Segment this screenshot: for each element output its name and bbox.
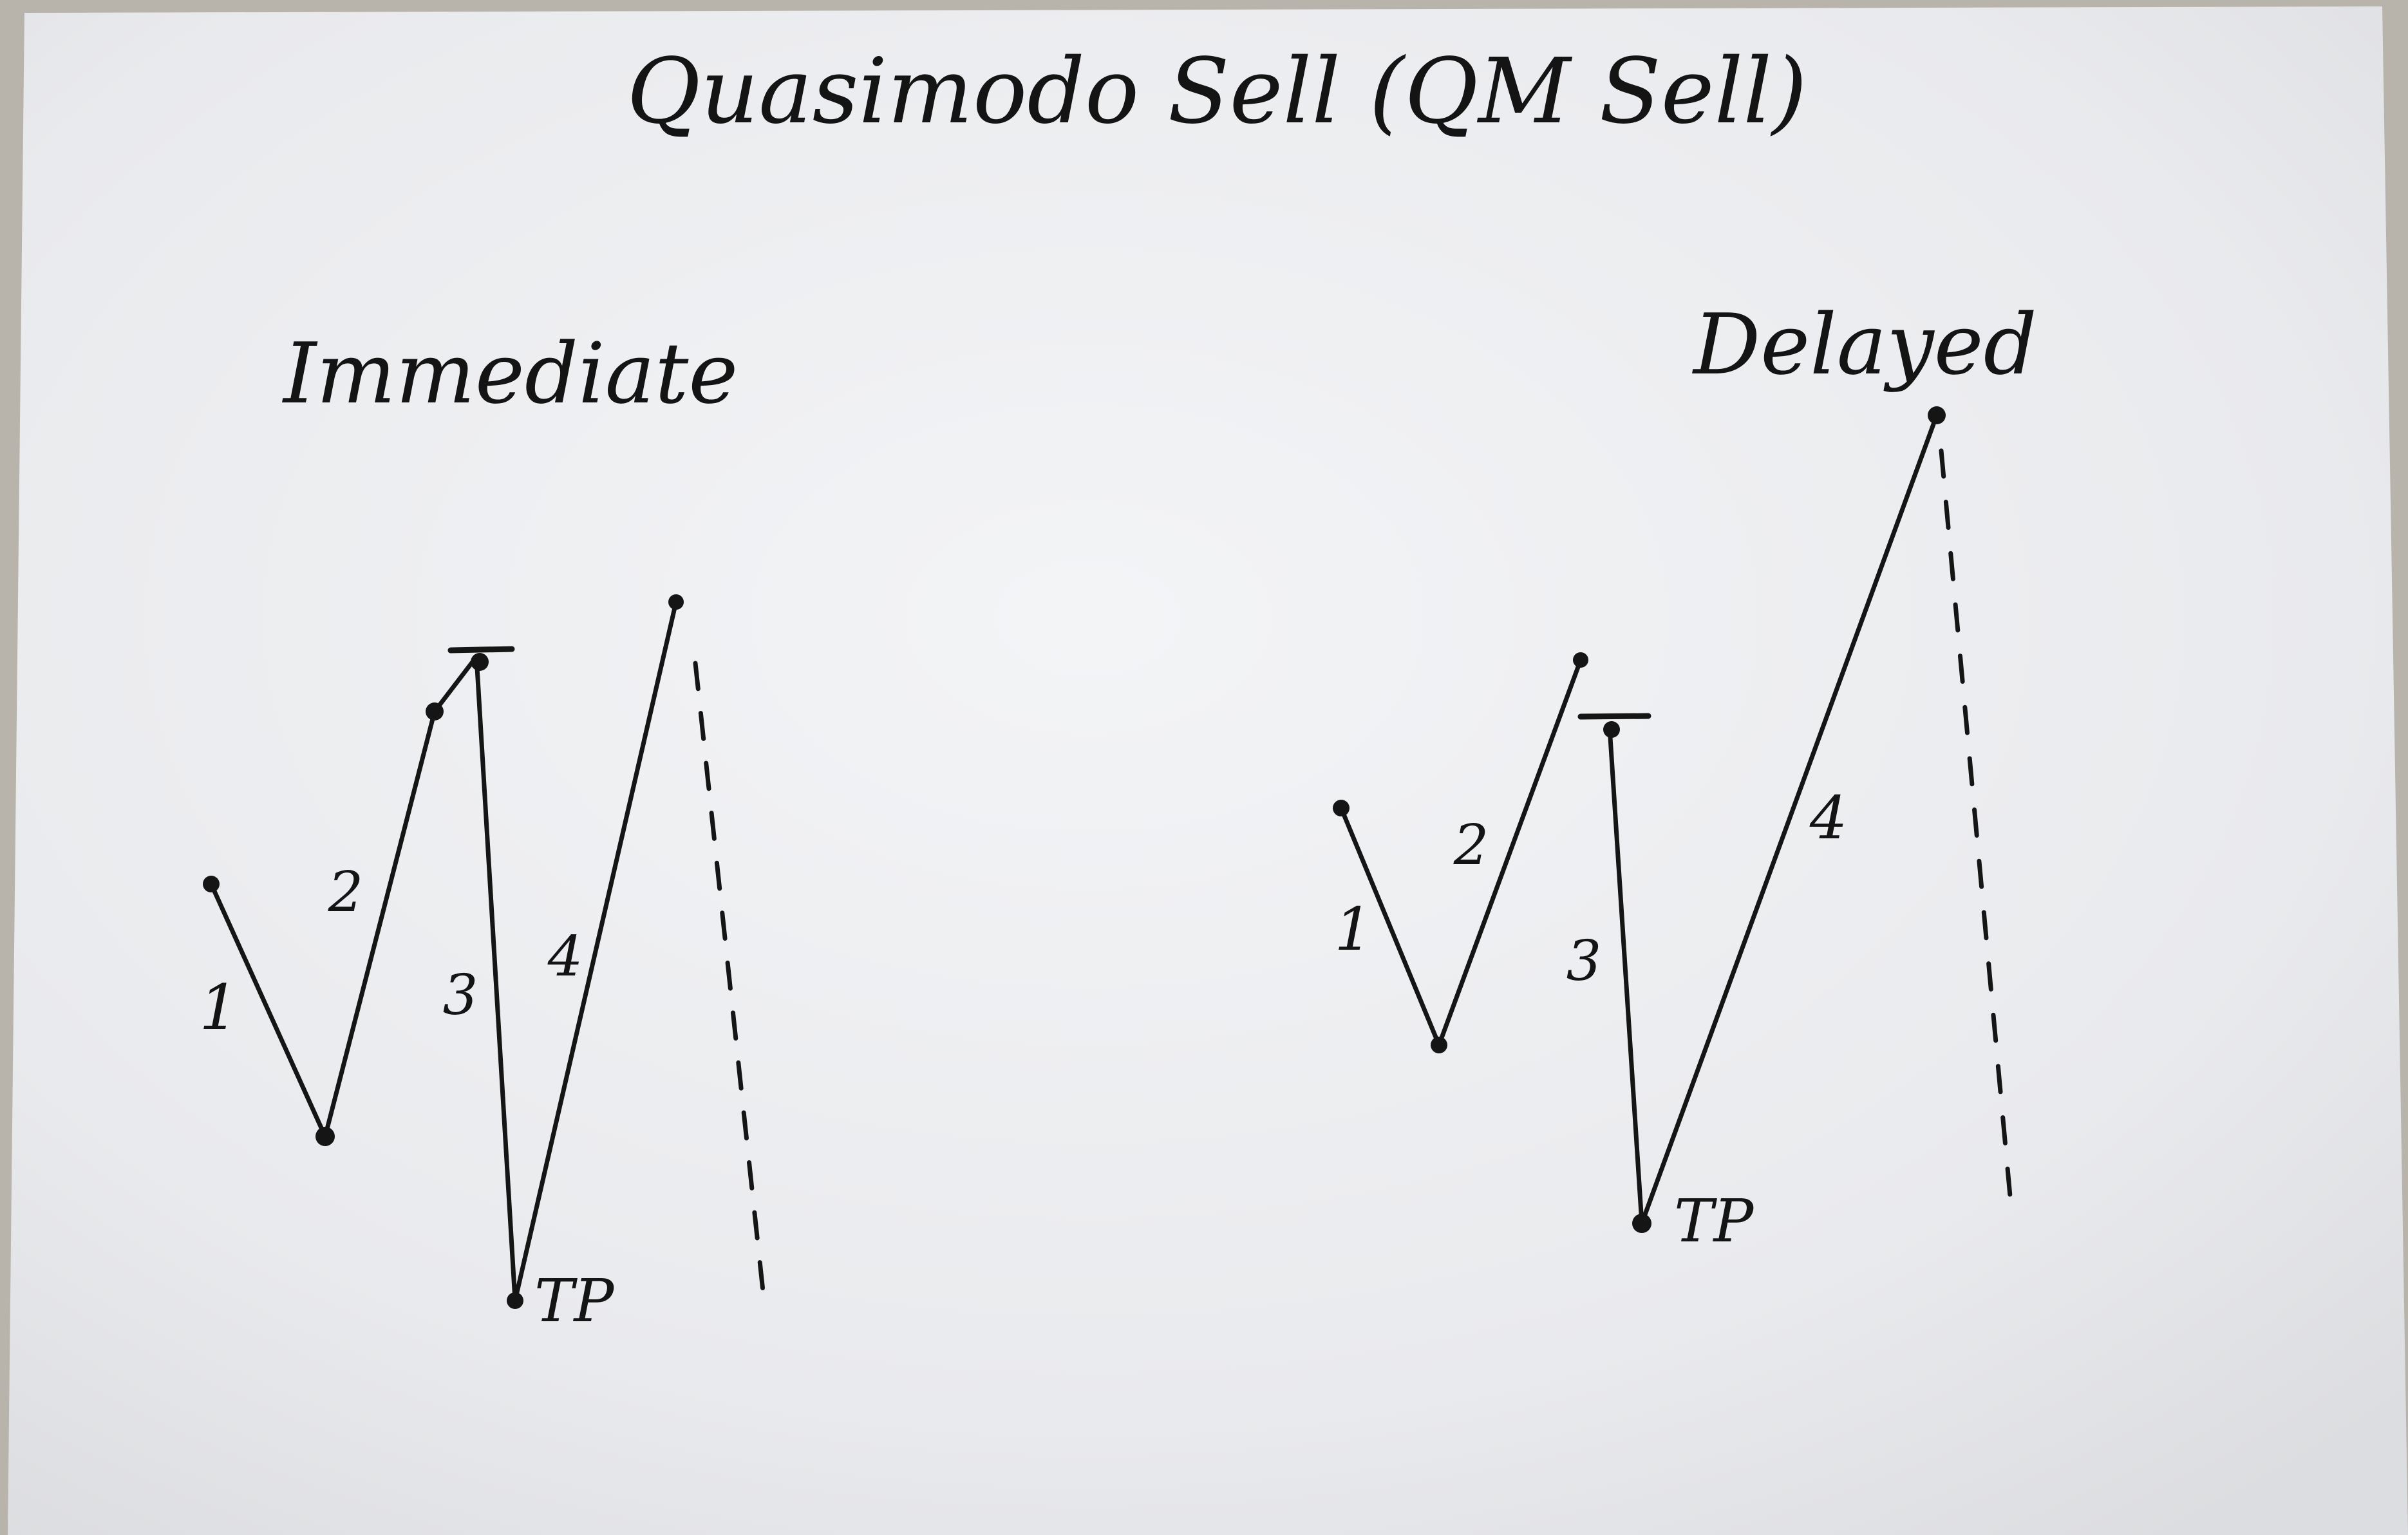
swing-point	[471, 653, 489, 671]
panel-heading-immediate: Immediate	[282, 325, 738, 422]
swing-point	[315, 1127, 335, 1146]
price-path-immediate	[209, 599, 679, 1303]
projection-dashed-immediate	[693, 661, 766, 1294]
take-profit-point	[507, 1292, 523, 1309]
leg-label-4: 4	[1809, 784, 1848, 852]
paper-sheet	[8, 6, 2408, 1535]
swing-point	[1333, 800, 1350, 816]
stop-loss-bar-immediate	[447, 646, 515, 654]
swing-point	[1573, 652, 1588, 668]
swing-point	[426, 702, 444, 720]
take-profit-label: TP	[534, 1267, 615, 1335]
leg-label-3: 3	[443, 963, 478, 1028]
leg-label-2: 2	[328, 860, 364, 925]
leg-label-4: 4	[547, 925, 583, 989]
take-profit-label: TP	[1674, 1187, 1754, 1256]
panel-heading-delayed: Delayed	[1692, 296, 2037, 393]
panel-immediate: Immediate 1 2 3 4 TP	[199, 325, 766, 1335]
page-title: Quasimodo Sell (QM Sell)	[626, 39, 1807, 144]
swing-point	[1431, 1037, 1447, 1053]
take-profit-point	[1632, 1214, 1651, 1233]
leg-label-1: 1	[199, 972, 238, 1044]
swing-point	[1603, 721, 1620, 738]
projection-dashed-delayed	[1939, 448, 2015, 1220]
swing-point	[668, 594, 684, 610]
swing-point	[203, 876, 220, 892]
leg-label-3: 3	[1566, 929, 1602, 994]
stop-loss-bar-delayed	[1577, 713, 1651, 720]
leg-label-2: 2	[1453, 813, 1489, 878]
panel-delayed: Delayed 1 2 3 4 TP	[1333, 296, 2037, 1256]
swing-point	[1928, 406, 1946, 424]
leg-label-1: 1	[1335, 895, 1373, 964]
